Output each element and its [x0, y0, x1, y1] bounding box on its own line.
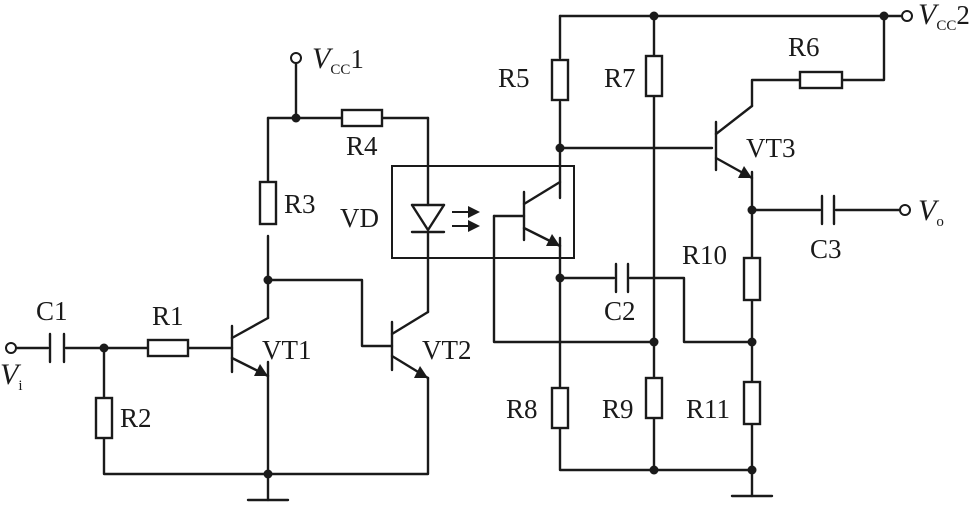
wires — [14, 14, 904, 502]
label-r7: R7 — [604, 63, 636, 93]
label-r5: R5 — [498, 63, 530, 93]
resistor-r10 — [742, 256, 762, 302]
label-r11: R11 — [686, 394, 730, 424]
component-labels: C1 R1 R2 R3 R4 VT1 VT2 VD R5 R7 R6 VT3 C… — [36, 32, 842, 433]
vcc1-terminal — [290, 52, 302, 64]
resistor-r1 — [146, 338, 190, 358]
transistor-vt2 — [390, 310, 430, 380]
resistor-r9 — [644, 376, 664, 420]
input-terminal — [5, 342, 17, 354]
transistor-vt3 — [714, 104, 754, 180]
label-r9: R9 — [602, 394, 634, 424]
label-r2: R2 — [120, 403, 152, 433]
label-vi: Vi — [0, 358, 23, 394]
label-vd: VD — [340, 203, 379, 233]
label-vcc1: VCC1 — [312, 42, 364, 78]
phototransistor — [492, 180, 562, 248]
resistor-r6 — [798, 70, 844, 90]
label-c2: C2 — [604, 296, 636, 326]
label-c3: C3 — [810, 234, 842, 264]
resistor-r4 — [340, 108, 384, 128]
resistors — [94, 54, 844, 440]
label-vt3: VT3 — [746, 133, 796, 163]
label-vcc2: VCC2 — [918, 0, 970, 34]
resistor-r11 — [742, 380, 762, 426]
capacitor-c2 — [614, 262, 630, 294]
capacitor-c1 — [48, 332, 66, 364]
label-c1: C1 — [36, 296, 68, 326]
resistor-r8 — [550, 386, 570, 430]
capacitors — [48, 194, 836, 364]
label-vt2: VT2 — [422, 335, 472, 365]
label-r6: R6 — [788, 32, 820, 62]
transistor-vt1 — [230, 316, 270, 378]
label-vt1: VT1 — [262, 335, 312, 365]
resistor-r2 — [94, 396, 114, 440]
led-vd — [410, 203, 480, 234]
optocoupler-box — [391, 165, 575, 259]
label-r1: R1 — [152, 301, 184, 331]
output-terminal — [899, 204, 911, 216]
junctions — [99, 11, 889, 479]
label-vo: Vo — [918, 194, 944, 230]
vcc2-terminal — [901, 10, 913, 22]
capacitor-c3 — [820, 194, 836, 226]
label-r4: R4 — [346, 131, 378, 161]
resistor-r5 — [550, 58, 570, 102]
label-r3: R3 — [284, 189, 316, 219]
label-r8: R8 — [506, 394, 538, 424]
label-r10: R10 — [682, 240, 727, 270]
resistor-r3 — [258, 180, 278, 226]
resistor-r7 — [644, 54, 664, 98]
